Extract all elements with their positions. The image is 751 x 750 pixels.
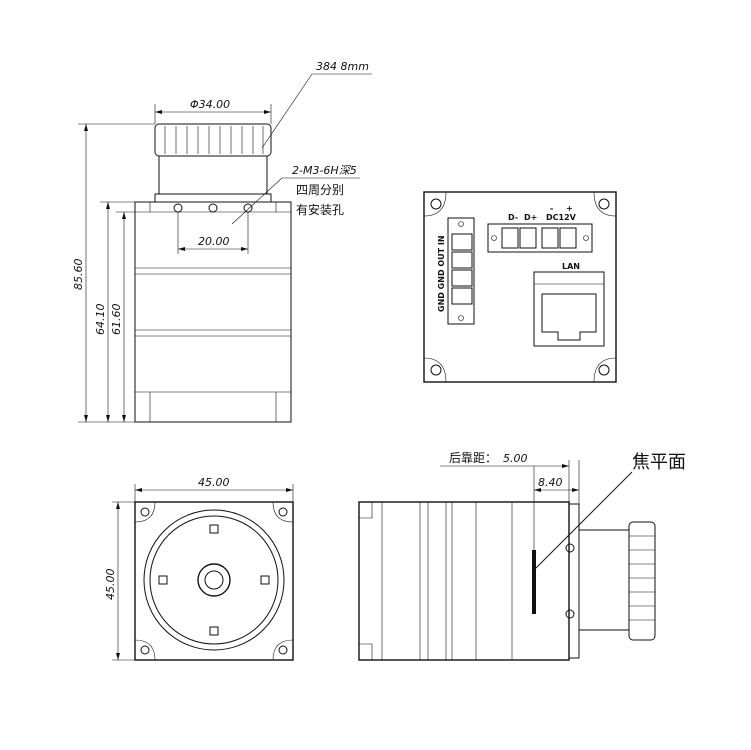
- side-lens-ring: [628, 521, 656, 641]
- corner-hole: [598, 198, 610, 210]
- io-pin: [451, 287, 473, 305]
- height-total-label: 85.60: [72, 259, 85, 291]
- label-plus: +: [566, 204, 573, 213]
- label-d-minus: D-: [508, 213, 518, 222]
- sensor-plane: [532, 550, 536, 614]
- face-screw: [260, 575, 270, 585]
- power-pin: [541, 227, 559, 249]
- io-terminal-block: [447, 217, 475, 325]
- mount-hole: [243, 203, 253, 213]
- inner-ring: [149, 515, 279, 645]
- lan-port-housing: [533, 271, 605, 347]
- corner-hole: [430, 198, 442, 210]
- mount-hole: [208, 203, 218, 213]
- lens-barrel: [158, 155, 268, 195]
- corner-hole: [598, 364, 610, 376]
- io-pin: [451, 251, 473, 269]
- lens-ring: [154, 123, 272, 157]
- rear-view: GND GND OUT IN D- D+ - + DC12V LAN: [423, 191, 617, 383]
- rear-panel: [423, 191, 617, 383]
- camera-body-front: [134, 201, 292, 423]
- lens-center: [197, 563, 231, 597]
- io-pin-labels: GND GND OUT IN: [437, 235, 446, 312]
- lens-face-view: 45.00 45.00: [104, 476, 294, 661]
- width-label: 45.00: [198, 476, 230, 489]
- lens-mount: [154, 193, 272, 203]
- face-screw: [209, 626, 219, 636]
- height-label: 45.00: [104, 569, 117, 601]
- outer-ring: [143, 509, 285, 651]
- front-view: Φ34.00 384 8mm: [72, 60, 372, 423]
- offset-label: 8.40: [538, 476, 563, 489]
- power-pin: [559, 227, 577, 249]
- power-pin: [519, 227, 537, 249]
- io-pin: [451, 269, 473, 287]
- power-pin: [501, 227, 519, 249]
- hole-spacing-label: 20.00: [198, 235, 230, 248]
- focal-plane-label: 焦平面: [632, 452, 686, 473]
- corner-hole: [430, 364, 442, 376]
- back-focus-label: 后靠距：: [449, 451, 497, 465]
- face-screw: [158, 575, 168, 585]
- face-screw: [209, 524, 219, 534]
- label-minus: -: [550, 204, 553, 213]
- height-lower-label: 61.60: [110, 304, 123, 336]
- height-body-label: 64.10: [94, 304, 107, 336]
- power-terminal-block: [487, 223, 593, 253]
- mount-note-2: 四周分别: [296, 183, 344, 197]
- label-d-plus: D+: [524, 213, 537, 222]
- side-body: [358, 501, 570, 661]
- front-face: [134, 501, 294, 661]
- back-focus-value: 5.00: [503, 452, 528, 465]
- lan-label: LAN: [562, 262, 580, 271]
- lens-callout-label: 384 8mm: [316, 60, 369, 73]
- knurl-lines: [164, 126, 264, 154]
- side-lens-barrel: [578, 529, 630, 631]
- side-view: 后靠距： 5.00 8.40 焦平面: [358, 451, 686, 661]
- label-dc12v: DC12V: [546, 213, 577, 222]
- mount-note-1: 2-M3-6H深5: [292, 164, 357, 177]
- io-pin: [451, 233, 473, 251]
- lens-diameter-label: Φ34.00: [190, 98, 230, 111]
- lan-jack: [541, 293, 597, 341]
- mount-note-3: 有安装孔: [296, 202, 344, 217]
- mount-hole: [173, 203, 183, 213]
